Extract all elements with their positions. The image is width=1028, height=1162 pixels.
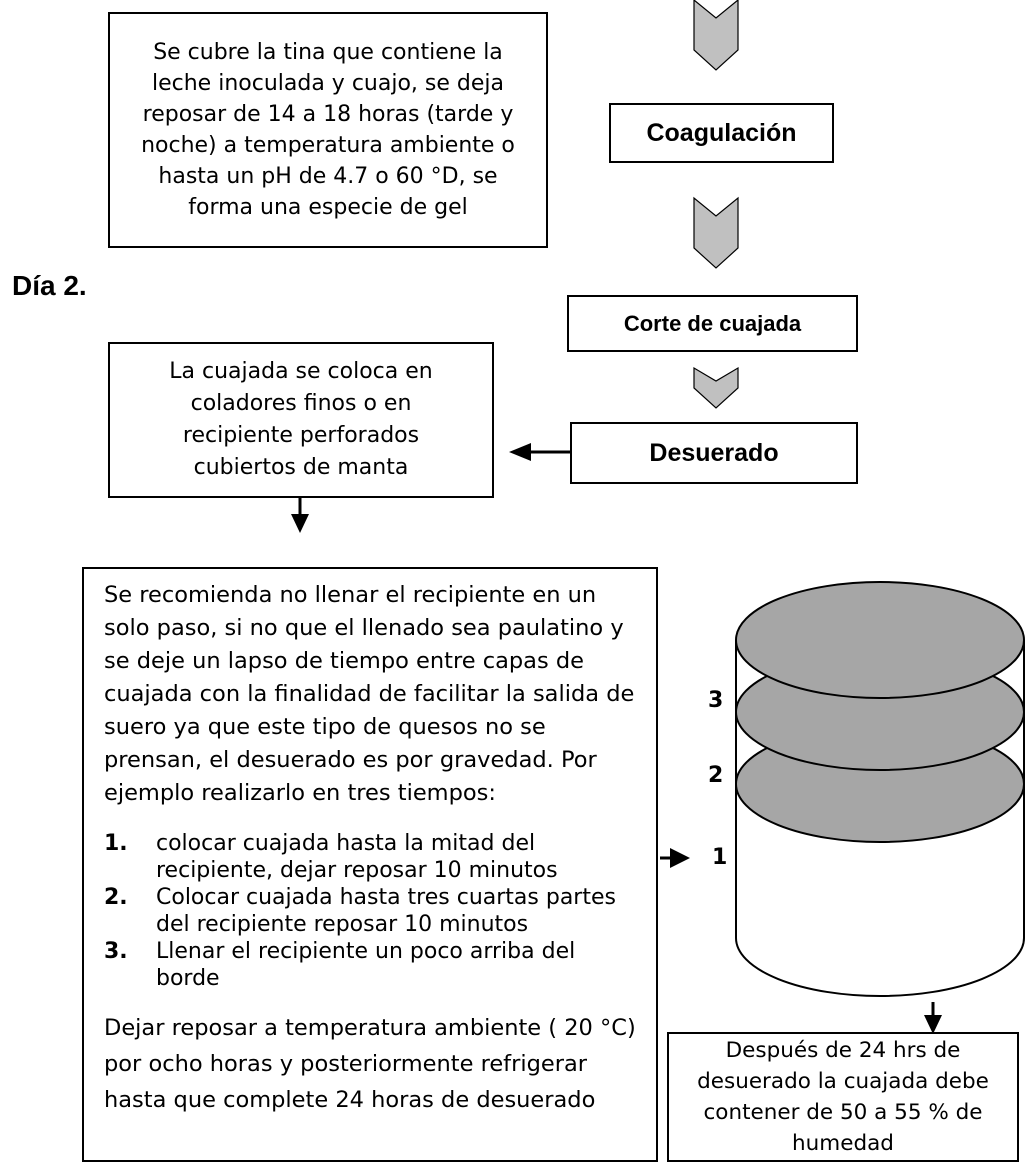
layer-label-1: 1 — [712, 845, 728, 870]
description-steps: 1. colocar cuajada hasta la mitad del re… — [104, 830, 644, 992]
layer-label-3: 3 — [708, 688, 724, 713]
desuerado-note: La cuajada se coloca en coladores finos … — [108, 342, 494, 498]
description-step-number: 1. — [104, 831, 128, 856]
description-step: 2. Colocar cuajada hasta tres cuartas pa… — [104, 884, 644, 938]
description-closing: Dejar reposar a temperatura ambiente ( 2… — [104, 1015, 636, 1113]
flow-chevron-3 — [693, 366, 739, 409]
cylinder-container — [735, 581, 1025, 997]
description-step-text: Colocar cuajada hasta tres cuartas parte… — [156, 885, 616, 937]
description-step-number: 2. — [104, 885, 128, 910]
description-step-number: 3. — [104, 939, 128, 964]
coagulacion-note: Se cubre la tina que contiene la leche i… — [108, 12, 548, 248]
description-intro: Se recomienda no llenar el recipiente en… — [104, 582, 635, 806]
desuerado-note-text: La cuajada se coloca en coladores finos … — [169, 359, 433, 480]
step-desuerado: Desuerado — [570, 422, 858, 484]
curd-layer-3 — [735, 581, 1025, 699]
result-note: Después de 24 hrs de desuerado la cuajad… — [667, 1032, 1019, 1162]
description-step: 1. colocar cuajada hasta la mitad del re… — [104, 830, 644, 884]
flow-chevron-2 — [693, 196, 739, 269]
layer-label-2: 2 — [708, 763, 724, 788]
arrow-to-description-head — [291, 514, 309, 533]
description-step: 3. Llenar el recipiente un poco arriba d… — [104, 938, 644, 992]
step-corte-label: Corte de cuajada — [623, 310, 802, 336]
coagulacion-note-text: Se cubre la tina que contiene la leche i… — [141, 40, 515, 220]
step-desuerado-label: Desuerado — [649, 438, 779, 467]
step-coagulacion: Coagulación — [609, 103, 834, 163]
arrow-to-note-head — [509, 443, 531, 461]
result-note-text: Después de 24 hrs de desuerado la cuajad… — [697, 1038, 989, 1156]
day-label: Día 2. — [12, 270, 87, 301]
arrow-to-cylinder-head — [670, 848, 690, 868]
description-step-text: colocar cuajada hasta la mitad del recip… — [156, 831, 558, 883]
flow-chevron-1 — [693, 0, 739, 71]
step-coagulacion-label: Coagulación — [646, 118, 797, 147]
description-box: Se recomienda no llenar el recipiente en… — [82, 567, 658, 1162]
step-corte: Corte de cuajada — [567, 295, 858, 352]
arrow-to-result-head — [924, 1015, 942, 1034]
description-step-text: Llenar el recipiente un poco arriba del … — [156, 939, 576, 991]
